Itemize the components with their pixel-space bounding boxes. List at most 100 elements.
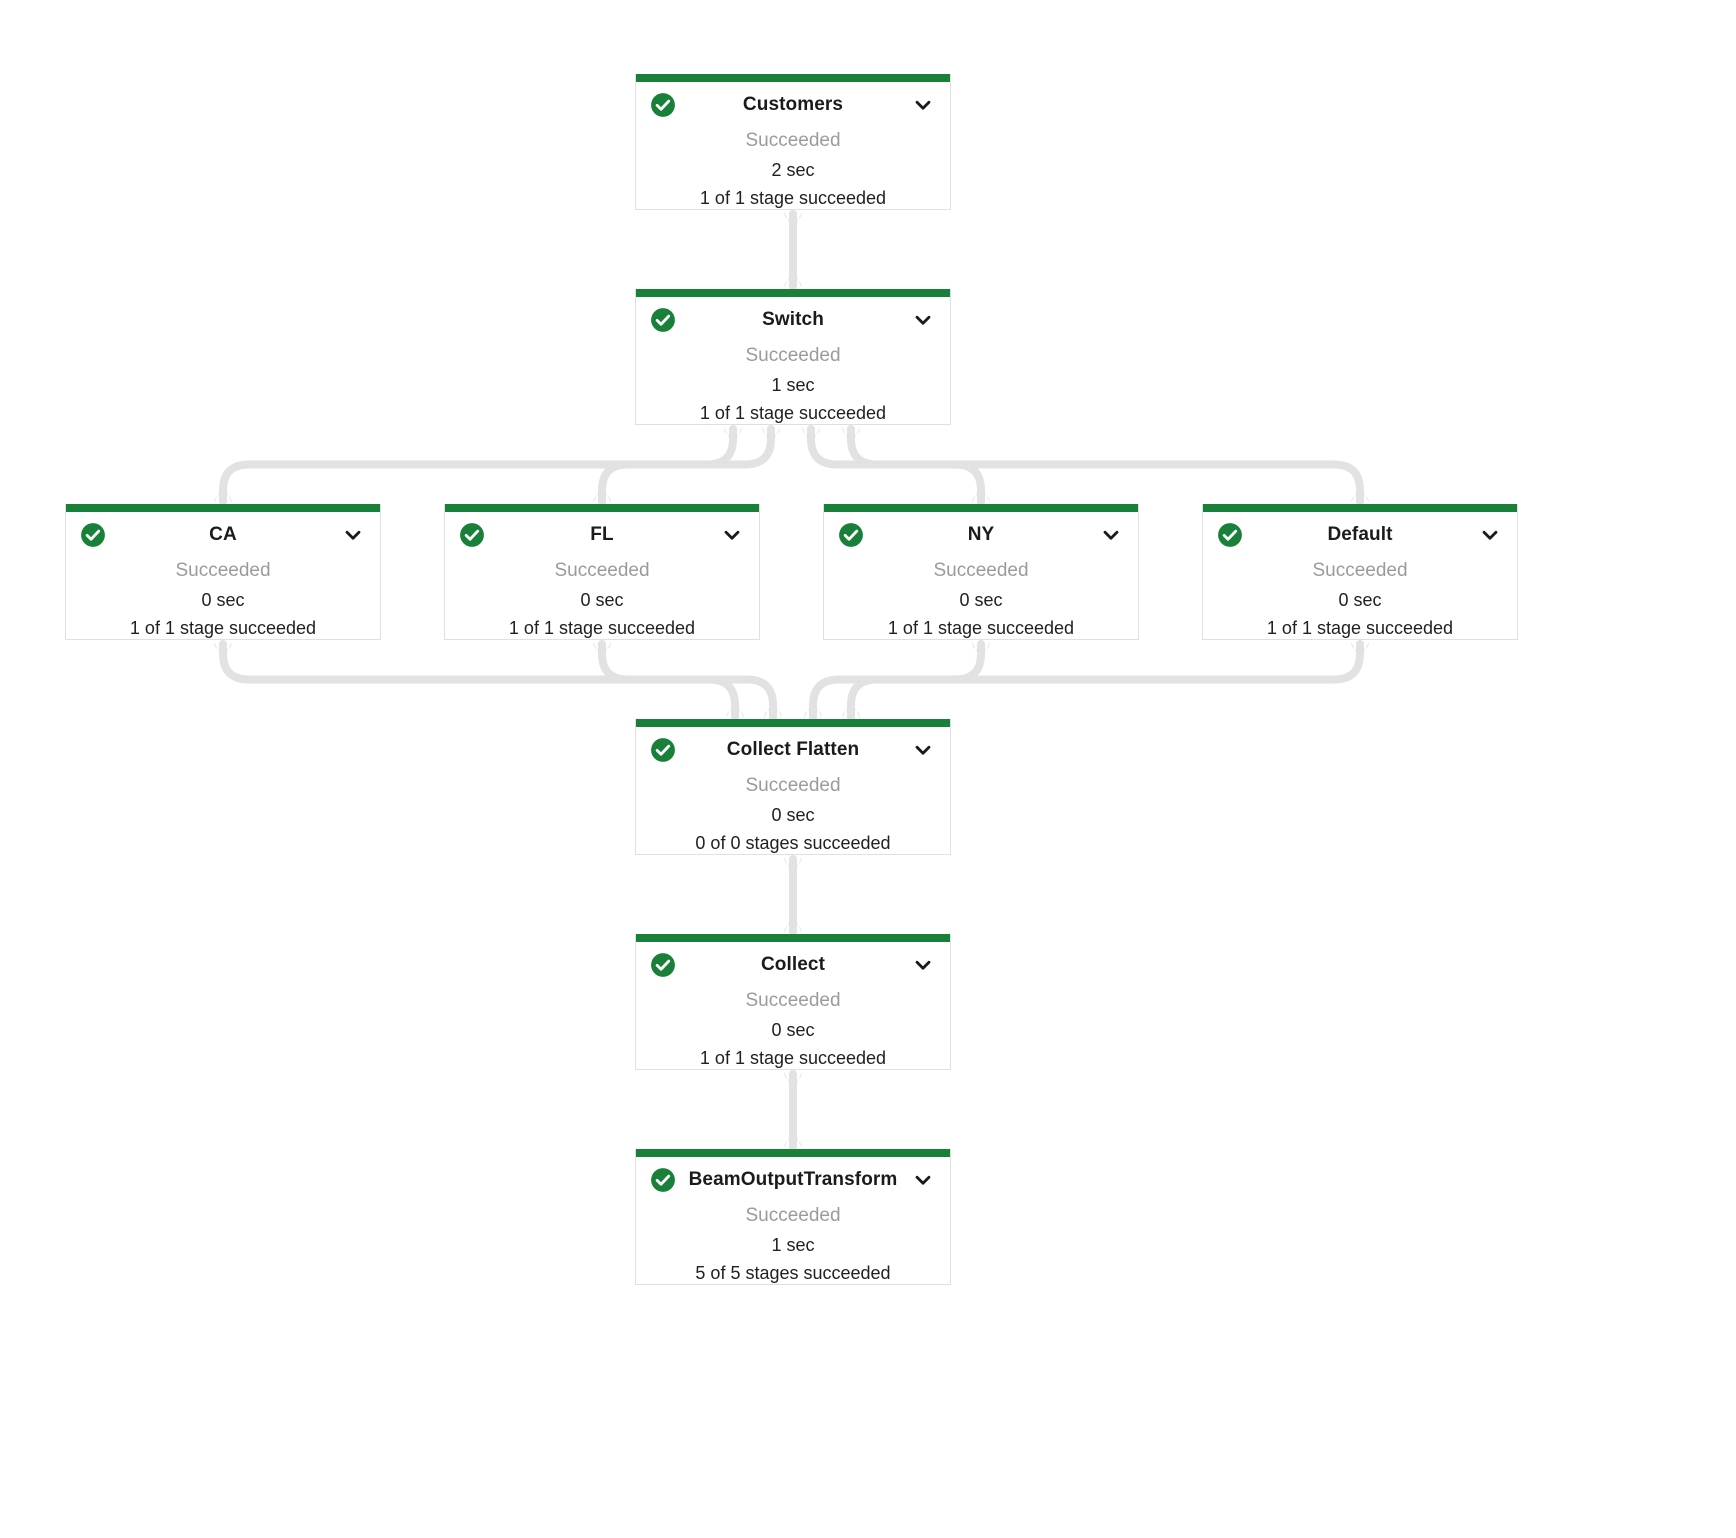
check-circle-icon (80, 522, 106, 548)
chevron-down-icon[interactable] (1100, 524, 1122, 546)
node-body: Succeeded 0 sec 1 of 1 stage succeeded (1203, 556, 1517, 656)
chevron-down-icon[interactable] (721, 524, 743, 546)
check-circle-icon (838, 522, 864, 548)
node-status-bar (636, 719, 950, 727)
node-title: Collect (760, 954, 826, 975)
chevron-down-icon[interactable] (342, 524, 364, 546)
node-title: Default (1327, 524, 1393, 545)
node-stages-text: 1 of 1 stage succeeded (129, 618, 317, 638)
chevron-down-icon[interactable] (1479, 524, 1501, 546)
node-status-bar (636, 74, 950, 82)
node-stages-text: 1 of 1 stage succeeded (508, 618, 696, 638)
graph-node-fl[interactable]: FL Succeeded 0 sec 1 of 1 stage succeeded (444, 504, 760, 640)
edge-endpoint (972, 493, 990, 503)
node-duration-text: 0 sec (959, 590, 1003, 610)
edge-endpoint (784, 1138, 802, 1148)
node-header: Collect (636, 942, 950, 986)
node-stages-text: 0 of 0 stages succeeded (695, 833, 891, 853)
chevron-down-icon[interactable] (912, 309, 934, 331)
node-duration-text: 0 sec (771, 805, 815, 825)
node-title: FL (590, 524, 614, 545)
graph-node-ca[interactable]: CA Succeeded 0 sec 1 of 1 stage succeeded (65, 504, 381, 640)
edge-endpoint (804, 708, 822, 718)
node-status-bar (1203, 504, 1517, 512)
check-circle-icon (650, 737, 676, 763)
node-body: Succeeded 0 sec 0 of 0 stages succeeded (636, 771, 950, 871)
edge-endpoint (842, 708, 860, 718)
node-header: BeamOutputTransform (636, 1157, 950, 1201)
node-title: CA (209, 524, 237, 545)
node-status-bar (66, 504, 380, 512)
node-status-text: Succeeded (745, 130, 841, 151)
node-stages-text: 1 of 1 stage succeeded (887, 618, 1075, 638)
node-status-text: Succeeded (933, 560, 1029, 581)
node-duration-text: 0 sec (1338, 590, 1382, 610)
node-status-text: Succeeded (554, 560, 650, 581)
node-body: Succeeded 2 sec 1 of 1 stage succeeded (636, 126, 950, 226)
node-duration-text: 0 sec (201, 590, 245, 610)
node-duration-text: 1 sec (771, 375, 815, 395)
node-title: Customers (742, 94, 844, 115)
node-status-text: Succeeded (745, 775, 841, 796)
node-body: Succeeded 0 sec 1 of 1 stage succeeded (66, 556, 380, 656)
node-header: Customers (636, 82, 950, 126)
check-circle-icon (650, 1167, 676, 1193)
node-stages-text: 5 of 5 stages succeeded (695, 1263, 891, 1283)
node-duration-text: 1 sec (771, 1235, 815, 1255)
node-stages-text: 1 of 1 stage succeeded (1266, 618, 1454, 638)
node-header: FL (445, 512, 759, 556)
check-circle-icon (650, 92, 676, 118)
chevron-down-icon[interactable] (912, 954, 934, 976)
check-circle-icon (1217, 522, 1243, 548)
node-status-bar (636, 1149, 950, 1157)
node-status-text: Succeeded (745, 1205, 841, 1226)
node-duration-text: 2 sec (771, 160, 815, 180)
check-circle-icon (459, 522, 485, 548)
node-status-text: Succeeded (1312, 560, 1408, 581)
node-status-bar (636, 289, 950, 297)
node-title: Collect Flatten (726, 739, 860, 760)
node-header: Default (1203, 512, 1517, 556)
edge-endpoint (214, 493, 232, 503)
node-header: Collect Flatten (636, 727, 950, 771)
edge-endpoint (593, 493, 611, 503)
chevron-down-icon[interactable] (912, 94, 934, 116)
node-status-bar (636, 934, 950, 942)
node-body: Succeeded 1 sec 5 of 5 stages succeeded (636, 1201, 950, 1301)
node-status-text: Succeeded (175, 560, 271, 581)
node-status-bar (445, 504, 759, 512)
edge-endpoint (784, 923, 802, 933)
node-status-text: Succeeded (745, 990, 841, 1011)
node-header: CA (66, 512, 380, 556)
node-title: NY (967, 524, 995, 545)
graph-node-ny[interactable]: NY Succeeded 0 sec 1 of 1 stage succeeded (823, 504, 1139, 640)
node-status-text: Succeeded (745, 345, 841, 366)
node-status-bar (824, 504, 1138, 512)
node-body: Succeeded 0 sec 1 of 1 stage succeeded (824, 556, 1138, 656)
edge-endpoint (726, 708, 744, 718)
node-title: BeamOutputTransform (688, 1169, 898, 1190)
node-stages-text: 1 of 1 stage succeeded (699, 403, 887, 423)
node-duration-text: 0 sec (580, 590, 624, 610)
node-body: Succeeded 1 sec 1 of 1 stage succeeded (636, 341, 950, 441)
node-stages-text: 1 of 1 stage succeeded (699, 188, 887, 208)
check-circle-icon (650, 952, 676, 978)
chevron-down-icon[interactable] (912, 739, 934, 761)
node-header: NY (824, 512, 1138, 556)
check-circle-icon (650, 307, 676, 333)
chevron-down-icon[interactable] (912, 1169, 934, 1191)
edge-endpoint (764, 708, 782, 718)
node-header: Switch (636, 297, 950, 341)
edge-endpoint (784, 278, 802, 288)
edge-endpoint (1351, 493, 1369, 503)
node-title: Switch (762, 309, 824, 330)
node-body: Succeeded 0 sec 1 of 1 stage succeeded (445, 556, 759, 656)
